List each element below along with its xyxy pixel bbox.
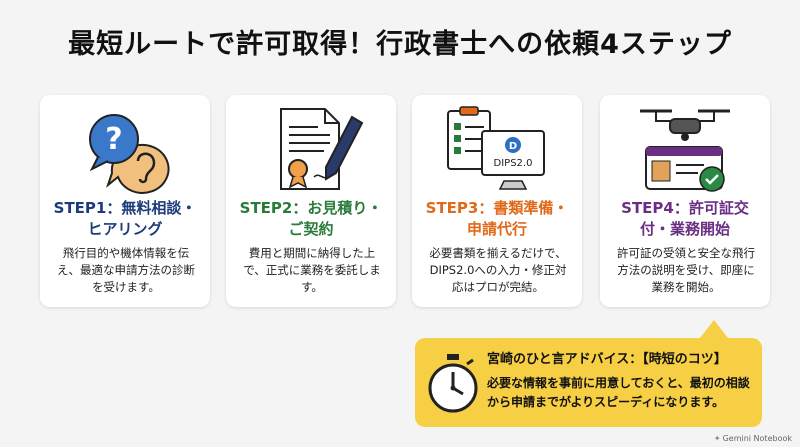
contract-pen-icon — [280, 108, 364, 190]
step-card-1: ? STEP1：無料相談・ヒアリング 飛行目的や機体情報を伝え、最適な申請方法の… — [40, 95, 210, 307]
svg-text:?: ? — [105, 122, 122, 157]
step-heading: STEP3：書類準備・申請代行 — [425, 199, 569, 238]
svg-text:D: D — [509, 141, 517, 152]
screen-label: DIPS2.0 — [494, 158, 533, 169]
step-card-3: D DIPS2.0 STEP3：書類準備・申請代行 必要書類を揃えるだけで、DI… — [412, 95, 582, 307]
drone-license-icon — [640, 109, 730, 192]
speech-bubble-ear-icon: ? — [89, 114, 170, 194]
sparkle-icon: ✦ — [713, 434, 721, 443]
step-description: 費用と期間に納得した上で、正式に業務を委託します。 — [243, 246, 381, 294]
step-description: 必要書類を揃えるだけで、DIPS2.0への入力・修正対応はプロが完結。 — [429, 246, 567, 294]
advice-callout: 宮崎のひと言アドバイス：【時短のコツ】 必要な情報を事前に用意しておくと、最初の… — [415, 320, 762, 427]
brand-watermark: ✦Gemini Notebook — [714, 434, 792, 443]
step-card-4: STEP4：許可証交付・業務開始 許可証の受領と安全な飛行方法の説明を受け、即座… — [600, 95, 770, 307]
checklist-monitor-icon: D DIPS2.0 — [447, 106, 545, 190]
stopwatch-icon — [428, 354, 478, 413]
step-description: 飛行目的や機体情報を伝え、最適な申請方法の診断を受けます。 — [57, 246, 195, 294]
step-heading: STEP1：無料相談・ヒアリング — [53, 199, 197, 238]
advice-heading: 宮崎のひと言アドバイス：【時短のコツ】 — [487, 352, 727, 367]
step-heading: STEP2：お見積り・ご契約 — [239, 199, 383, 238]
step-description: 許可証の受領と安全な飛行方法の説明を受け、即座に業務を開始。 — [617, 246, 755, 294]
advice-text: 必要な情報を事前に用意しておくと、最初の相談から申請までがよりスピーディになりま… — [487, 376, 750, 409]
brand-label: Gemini Notebook — [722, 434, 792, 443]
step-card-2: STEP2：お見積り・ご契約 費用と期間に納得した上で、正式に業務を委託します。 — [226, 95, 396, 307]
step-heading: STEP4：許可証交付・業務開始 — [621, 199, 749, 238]
page-title: 最短ルートで許可取得！行政書士への依頼4ステップ — [68, 29, 732, 60]
